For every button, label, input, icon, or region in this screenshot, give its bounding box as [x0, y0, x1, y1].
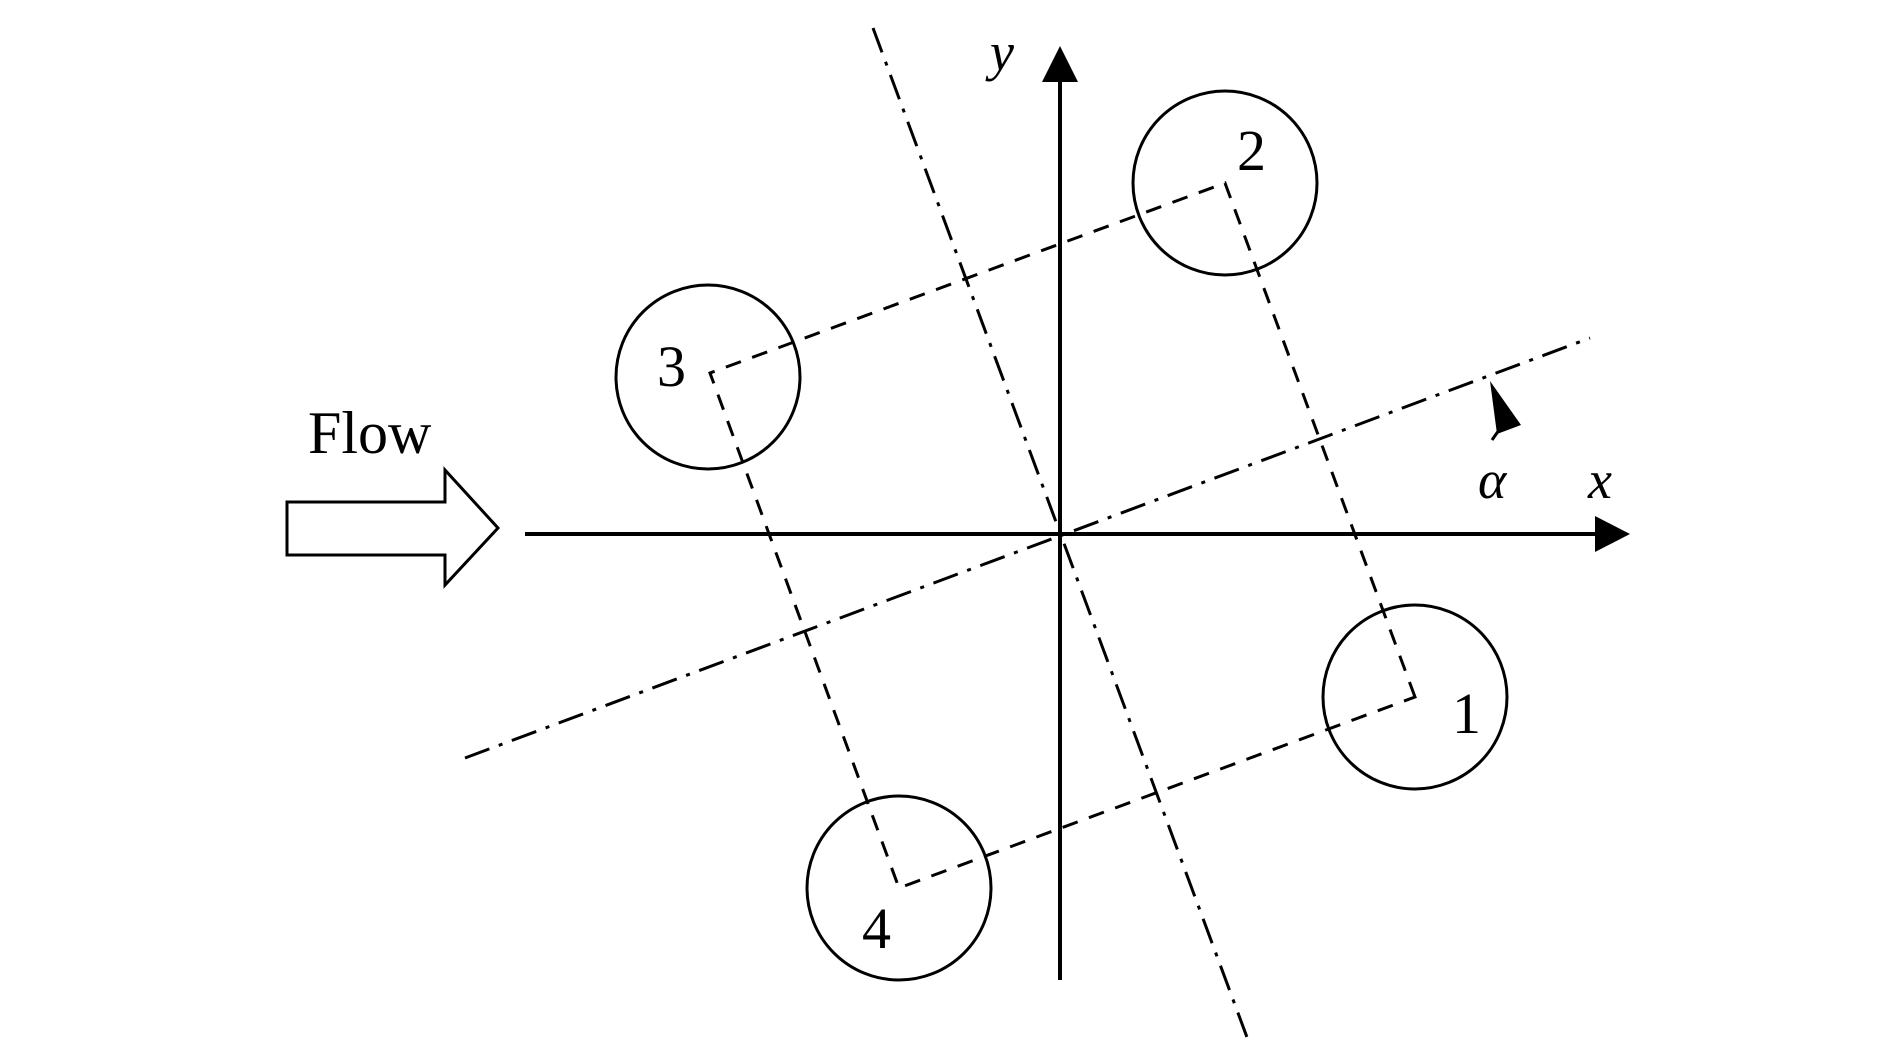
- flow-arrow: [285, 466, 501, 589]
- cylinder-2-label: 2: [1237, 118, 1266, 183]
- cylinder-3-label: 3: [657, 334, 686, 399]
- cylinder-1-label: 1: [1452, 681, 1481, 746]
- rotated-y-axis: [871, 27, 1250, 1041]
- angle-alpha-arrowhead: [1490, 381, 1521, 434]
- y-axis-arrowhead: [1042, 46, 1078, 82]
- x-axis-label: x: [1587, 450, 1612, 510]
- x-axis-arrowhead: [1595, 516, 1630, 552]
- flow-label: Flow: [308, 400, 432, 466]
- cylinder-4: [805, 794, 993, 982]
- cylinder-1: [1321, 603, 1509, 791]
- y-axis-label: y: [985, 22, 1014, 82]
- cylinder-4-label: 4: [862, 896, 891, 961]
- angle-alpha-label: α: [1478, 450, 1508, 510]
- cylinder-2: [1131, 89, 1319, 277]
- cylinder-3: [614, 283, 802, 471]
- cylinder-square-outline: [708, 181, 1417, 890]
- rotated-x-axis: [464, 336, 1591, 760]
